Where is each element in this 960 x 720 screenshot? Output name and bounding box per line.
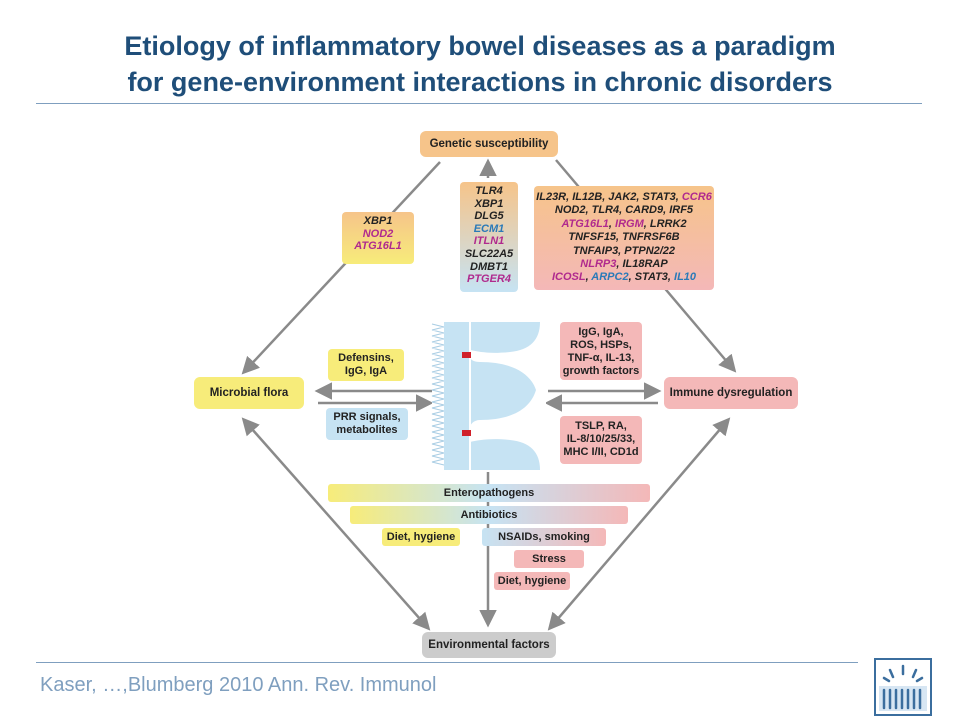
signal-igg: IgG, IgA,ROS, HSPs,TNF-α, IL-13,growth f… xyxy=(560,322,642,380)
gene-name: NLRP3 xyxy=(580,258,617,271)
signal-line: growth factors xyxy=(562,365,640,377)
signal-line: Defensins, xyxy=(338,352,394,364)
gene-line: XBP1 xyxy=(342,215,414,228)
gene-line: TNFAIP3, PTPN2/22 xyxy=(534,245,714,258)
signal-tslp: TSLP, RA,IL-8/10/25/33,MHC I/II, CD1d xyxy=(560,416,642,464)
bar-stress: Stress xyxy=(514,550,584,568)
gene-name: , STAT3, xyxy=(628,271,675,284)
tight-junction-top xyxy=(462,352,471,358)
gene-name: ATG16L1 xyxy=(561,217,609,230)
gene-name: XBP1 xyxy=(474,197,504,210)
node-genetic-susceptibility: Genetic susceptibility xyxy=(420,131,558,157)
gene-name: XBP1 xyxy=(363,215,393,227)
gene-line: ATG16L1, IRGM, LRRK2 xyxy=(534,218,714,231)
bar-antibiotics: Antibiotics xyxy=(350,506,628,524)
gene-line: NLRP3, IL18RAP xyxy=(534,258,714,271)
signal-line: PRR signals, xyxy=(333,411,401,423)
gene-line: ECM1 xyxy=(460,223,518,236)
node-environmental-label: Environmental factors xyxy=(428,639,550,651)
node-immune-dysregulation: Immune dysregulation xyxy=(664,377,798,409)
gene-name: , IL18RAP xyxy=(616,258,668,271)
gene-name: TLR4 xyxy=(475,185,503,197)
node-immune-label: Immune dysregulation xyxy=(669,387,793,399)
arrow-env-microbial xyxy=(241,417,431,631)
gene-name: , xyxy=(608,217,616,230)
signal-line: metabolites xyxy=(336,424,398,436)
gene-name: IL10 xyxy=(674,271,697,284)
gene-line: NOD2, TLR4, CARD9, IRF5 xyxy=(534,204,714,217)
node-environmental-factors: Environmental factors xyxy=(422,632,556,658)
gene-name: ATG16L1 xyxy=(354,240,402,253)
gene-name: ICOSL xyxy=(551,271,586,284)
title-line-2: for gene-environment interactions in chr… xyxy=(127,67,833,97)
bar-diet-right-label: Diet, hygiene xyxy=(497,575,567,587)
slide-title: Etiology of inflammatory bowel diseases … xyxy=(0,28,960,100)
signal-defensins: Defensins,IgG, IgA xyxy=(328,349,404,381)
bar-diet-left-label: Diet, hygiene xyxy=(386,531,456,543)
gene-name: ECM1 xyxy=(473,222,505,235)
gene-name: TNFSF15, TNFRSF6B xyxy=(568,231,680,244)
bar-nsaids-label: NSAIDs, smoking xyxy=(498,531,590,543)
gene-name: DLG5 xyxy=(474,210,504,223)
gene-line: DMBT1 xyxy=(460,261,518,274)
bar-diet-hygiene-left: Diet, hygiene xyxy=(382,528,460,546)
gene-name: CCR6 xyxy=(681,191,712,203)
gene-name: ITLN1 xyxy=(473,235,505,248)
bar-diet-hygiene-right: Diet, hygiene xyxy=(494,572,570,590)
gene-line: TLR4 xyxy=(460,185,518,198)
bar-antibiotics-label: Antibiotics xyxy=(460,509,518,521)
gene-name: NOD2 xyxy=(362,227,394,240)
title-divider xyxy=(36,103,922,104)
signal-line: MHC I/II, CD1d xyxy=(563,446,639,458)
gene-line: XBP1 xyxy=(460,198,518,211)
citation: Kaser, …,Blumberg 2010 Ann. Rev. Immunol xyxy=(40,674,437,696)
gene-line: NOD2 xyxy=(342,228,414,241)
node-microbial-flora: Microbial flora xyxy=(194,377,304,409)
gene-line: IL23R, IL12B, JAK2, STAT3, CCR6 xyxy=(534,191,714,204)
bar-enteropathogens: Enteropathogens xyxy=(328,484,650,502)
signal-line: IL-8/10/25/33, xyxy=(566,433,636,445)
bar-stress-label: Stress xyxy=(532,553,566,565)
signal-prr: PRR signals,metabolites xyxy=(326,408,408,440)
gene-name: , xyxy=(585,271,592,284)
footer-divider xyxy=(36,662,858,663)
gene-line: SLC22A5 xyxy=(460,248,518,261)
gene-line: DLG5 xyxy=(460,210,518,223)
gene-name: , LRRK2 xyxy=(643,217,687,230)
bar-enteropathogens-label: Enteropathogens xyxy=(443,487,535,499)
gene-line: ICOSL, ARPC2, STAT3, IL10 xyxy=(534,271,714,284)
gene-name: TNFAIP3, PTPN2/22 xyxy=(572,244,676,257)
gene-name: IRGM xyxy=(615,217,644,230)
signal-line: TSLP, RA, xyxy=(575,420,627,432)
gene-line: ITLN1 xyxy=(460,235,518,248)
gene-name: ARPC2 xyxy=(591,271,629,284)
signal-line: TNF-α, IL-13, xyxy=(567,352,635,364)
signal-line: ROS, HSPs, xyxy=(570,339,632,351)
gene-name: IL23R, IL12B, JAK2, STAT3, xyxy=(536,191,682,203)
signal-line: IgG, IgA xyxy=(344,365,388,377)
epithelium-illustration xyxy=(431,322,546,470)
title-line-1: Etiology of inflammatory bowel diseases … xyxy=(124,31,836,61)
node-microbial-label: Microbial flora xyxy=(209,387,289,399)
gene-line: TNFSF15, TNFRSF6B xyxy=(534,231,714,244)
intestinal-villi-logo-icon xyxy=(874,658,932,716)
gene-line: PTGER4 xyxy=(460,273,518,286)
arrow-genetic-to-microbial xyxy=(241,161,441,375)
tight-junction-bottom xyxy=(462,430,471,436)
signal-line: IgG, IgA, xyxy=(578,326,624,338)
gene-name: NOD2, TLR4, CARD9, IRF5 xyxy=(554,204,694,217)
bar-nsaids-smoking: NSAIDs, smoking xyxy=(482,528,606,546)
arrow-env-immune xyxy=(547,417,731,631)
gene-name: PTGER4 xyxy=(466,273,511,286)
gene-name: SLC22A5 xyxy=(464,247,514,260)
gene-line: ATG16L1 xyxy=(342,240,414,253)
gene-name: DMBT1 xyxy=(470,260,508,273)
node-genetic-label: Genetic susceptibility xyxy=(429,138,549,150)
